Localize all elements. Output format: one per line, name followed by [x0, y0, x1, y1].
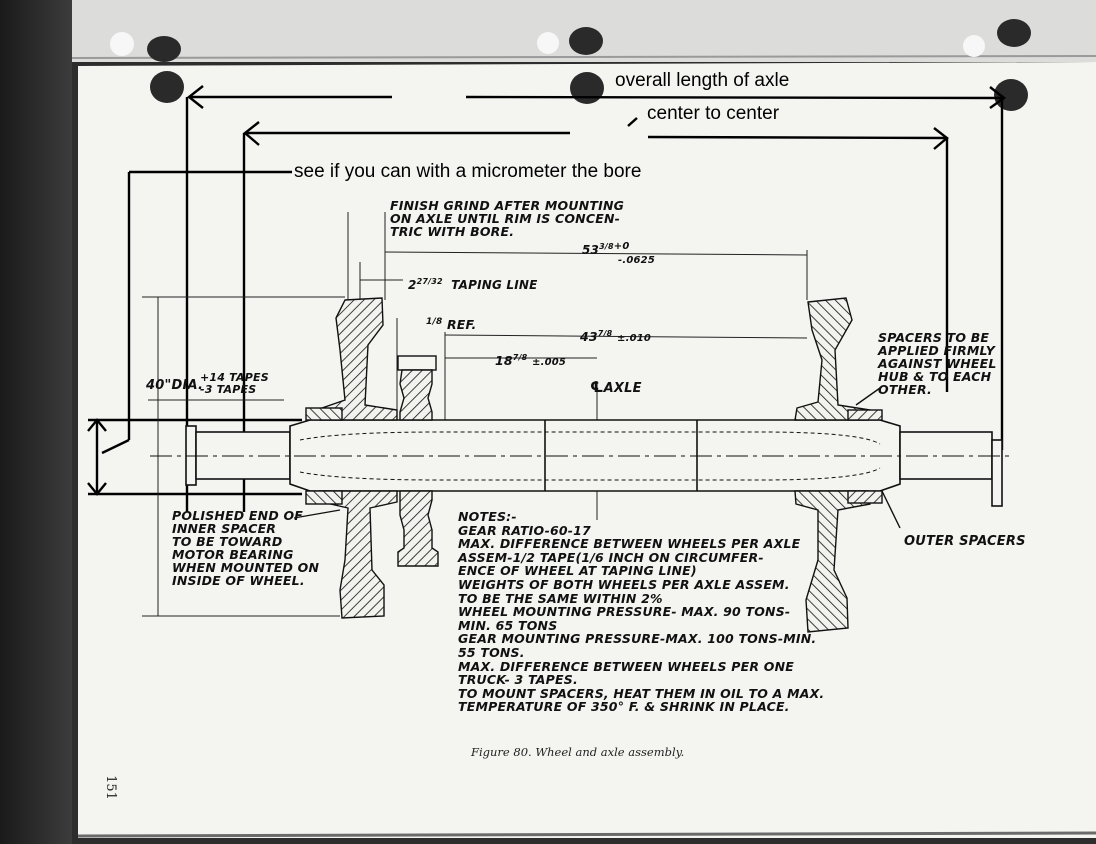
notes-title: NOTES:- [458, 509, 517, 524]
note-line: MAX. DIFFERENCE BETWEEN WHEELS PER ONE [458, 658, 795, 674]
dim-43: 437/8 ±.010 [580, 329, 652, 345]
ref-dim: 1/8 REF. [426, 317, 477, 333]
note-line: 55 TONS. [458, 644, 525, 660]
left-wheel [305, 297, 398, 619]
notes-block: NOTES:- GEAR RATIO-60-17 MAX. DIFFERENCE… [458, 510, 824, 714]
spacers-note: SPACERS TO BE APPLIED FIRMLY AGAINST WHE… [878, 330, 997, 397]
note-line: GEAR MOUNTING PRESSURE-MAX. 100 TONS-MIN… [458, 631, 817, 647]
note-line: WHEEL MOUNTING PRESSURE- MAX. 90 TONS- [458, 604, 791, 620]
note-line: MIN. 65 TONS [458, 617, 558, 633]
note-line: ASSEM-1/2 TAPE(1/6 INCH ON CIRCUMFER- [458, 549, 764, 565]
dim-18: 187/8 ±.005 [495, 353, 567, 369]
binding-edge [0, 0, 72, 844]
note-line: TEMPERATURE OF 350° F. & SHRINK IN PLACE… [458, 699, 790, 715]
note-line: MAX. DIFFERENCE BETWEEN WHEELS PER AXLE [458, 536, 801, 552]
diameter-label: 40"DIA. [146, 378, 204, 393]
center-to-center-note: center to center [647, 103, 780, 124]
axle-centerline-label: ℄AXLE [590, 378, 642, 396]
dim-53-tolerance: -.0625 [618, 255, 655, 266]
page-number: 151 [102, 775, 118, 800]
taping-line-dim: 227/32 TAPING LINE [408, 277, 538, 292]
note-line: WEIGHTS OF BOTH WHEELS PER AXLE ASSEM. [458, 576, 790, 592]
finish-grind-note: FINISH GRIND AFTER MOUNTING ON AXLE UNTI… [390, 198, 625, 239]
note-line: ENCE OF WHEEL AT TAPING LINE) [458, 563, 697, 579]
note-line: TRUCK- 3 TAPES. [458, 672, 578, 688]
axle-shaft [150, 419, 1012, 507]
outer-spacers-label: OUTER SPACERS [904, 534, 1026, 549]
dim-53: 533/8+0 [582, 241, 630, 257]
right-wheel [794, 297, 901, 633]
micrometer-bore-note: see if you can with a micrometer the bor… [294, 161, 642, 182]
tapes-tolerance: +14 TAPES -3 TAPES [200, 371, 269, 396]
note-line: GEAR RATIO-60-17 [458, 522, 591, 538]
polished-end-note: POLISHED END OF INNER SPACER TO BE TOWAR… [172, 508, 320, 588]
punch-holes [110, 19, 1031, 111]
gear [397, 355, 439, 567]
overall-length-note: overall length of axle [615, 70, 790, 91]
note-line: TO BE THE SAME WITHIN 2% [458, 590, 663, 606]
note-line: TO MOUNT SPACERS, HEAT THEM IN OIL TO A … [458, 685, 825, 701]
figure-caption: Figure 80. Wheel and axle assembly. [471, 745, 685, 759]
